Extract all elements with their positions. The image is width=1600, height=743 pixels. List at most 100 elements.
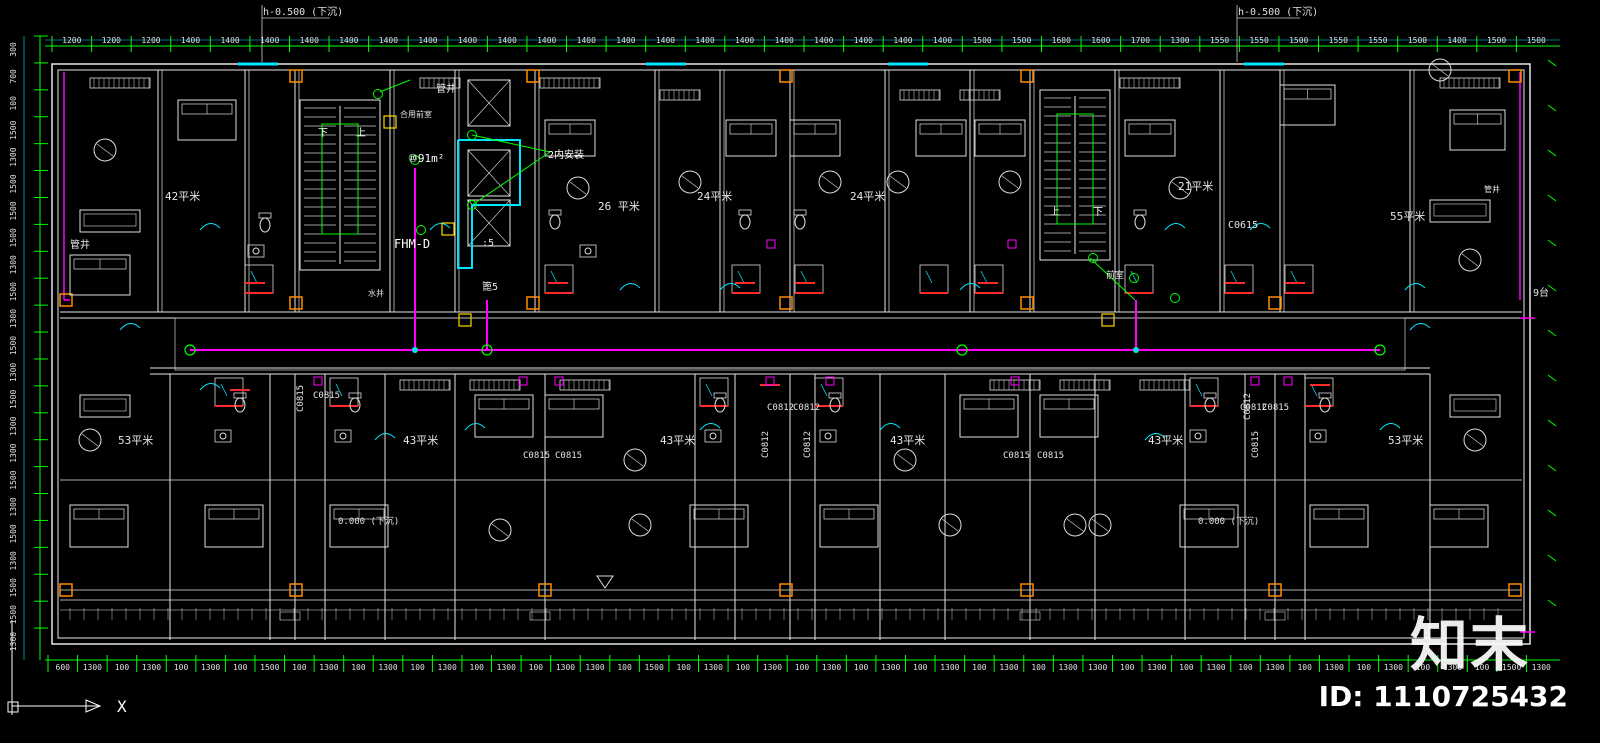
- round-table: [1063, 513, 1087, 537]
- dimension-text-left: 1500: [9, 201, 18, 220]
- dimension-text-left: 1500: [9, 470, 18, 489]
- elevation-text: 0.000 (下沉): [1198, 516, 1259, 527]
- round-table: [1168, 176, 1192, 200]
- wardrobe: [399, 379, 451, 391]
- dimension-tick-right: [1547, 329, 1557, 337]
- elevator-shaft: [467, 149, 511, 197]
- dimension-text-left: 1300: [9, 551, 18, 570]
- sofa-seat: [83, 398, 127, 412]
- sink-bowl: [339, 432, 347, 440]
- column: [289, 583, 303, 597]
- door-swing: [737, 270, 745, 284]
- wardrobe: [1139, 379, 1191, 391]
- round-table: [628, 513, 652, 537]
- round-table: [1088, 513, 1112, 537]
- stair-direction-label: 上: [356, 127, 366, 139]
- leader-line: [379, 79, 411, 93]
- sofa: [79, 394, 131, 418]
- dimension-text-bottom: 1300: [201, 663, 220, 672]
- pipe-node: [412, 347, 418, 353]
- sink: [214, 429, 232, 443]
- bed: [69, 254, 131, 296]
- round-table: [1463, 428, 1487, 452]
- axis-origin: [7, 701, 19, 713]
- sink-bowl: [584, 247, 592, 255]
- elevator-shaft: [467, 199, 511, 247]
- door-swing: [429, 223, 451, 231]
- dimension-text-top: 1200: [62, 36, 81, 45]
- dimension-tick-right: [1547, 554, 1557, 562]
- sink: [819, 429, 837, 443]
- dimension-text-bottom: 1300: [1058, 663, 1077, 672]
- round-table: [93, 138, 117, 162]
- annotation-label: 篦5: [482, 280, 498, 293]
- fixture-marker: [766, 239, 776, 249]
- table-hatch: [569, 181, 587, 195]
- sofa-seat: [1453, 398, 1497, 412]
- dimension-text-left: 1300: [9, 309, 18, 328]
- column: [1508, 583, 1522, 597]
- wardrobe: [989, 379, 1041, 391]
- toilet-tank: [713, 392, 727, 399]
- toilet: [259, 217, 271, 233]
- watermark-logo: 知末: [1409, 611, 1530, 679]
- door-swing: [1290, 270, 1298, 284]
- dimension-text-bottom: 1300: [142, 663, 161, 672]
- door-swing: [464, 423, 486, 431]
- dimension-text-top: 1400: [260, 36, 279, 45]
- shower: [544, 264, 574, 294]
- door-swing: [335, 383, 343, 397]
- sink: [1189, 429, 1207, 443]
- door-swing: [199, 223, 221, 231]
- dimension-text-top: 1700: [1131, 36, 1150, 45]
- dimension-text-bottom: 1300: [704, 663, 723, 672]
- round-table: [488, 518, 512, 542]
- dimension-tick-right: [1547, 104, 1557, 112]
- dimension-text-bottom: 100: [115, 663, 130, 672]
- dimension-tick-right: [1547, 284, 1557, 292]
- dimension-text-top: 1300: [1170, 36, 1189, 45]
- stair-handrail: [1056, 113, 1094, 225]
- sink-bowl: [252, 247, 260, 255]
- dimension-text-bottom: 100: [174, 663, 189, 672]
- sink: [1309, 429, 1327, 443]
- valve-symbol: [416, 225, 426, 235]
- sprinkler-head: [1374, 344, 1386, 356]
- dimension-text-bottom: 100: [529, 663, 544, 672]
- dimension-tick-right: [1547, 239, 1557, 247]
- dimension-text-left: 300: [9, 42, 18, 57]
- ac-unit: [529, 611, 551, 621]
- round-table: [78, 428, 102, 452]
- room-area-label: 21平米: [1178, 180, 1213, 193]
- shower: [1284, 264, 1314, 294]
- shower: [731, 264, 761, 294]
- door-swing: [220, 383, 228, 397]
- shower: [1224, 264, 1254, 294]
- bed: [959, 394, 1019, 438]
- round-table: [893, 448, 917, 472]
- dimension-text-left: 1500: [9, 578, 18, 597]
- ac-unit: [1264, 611, 1286, 621]
- dimension-text-bottom: 100: [1120, 663, 1135, 672]
- dimension-text-bottom: 100: [736, 663, 751, 672]
- fixture-marker: [1250, 376, 1260, 386]
- room-area-label: 43平米: [1148, 434, 1183, 447]
- column: [59, 583, 73, 597]
- annotation-label: 管井: [70, 238, 90, 251]
- stair-direction-label: 上: [1050, 206, 1060, 218]
- annotation-label: C0812: [767, 403, 794, 413]
- door-swing: [699, 423, 721, 431]
- door-swing: [1249, 223, 1271, 231]
- dimension-text-top: 1200: [102, 36, 121, 45]
- bed: [474, 394, 534, 438]
- dimension-text-bottom: 100: [1238, 663, 1253, 672]
- dimension-text-top: 1400: [498, 36, 517, 45]
- annotation-label: C0615: [1228, 220, 1258, 231]
- dimension-text-bottom: 100: [1357, 663, 1372, 672]
- room-area-label: 26 平米: [598, 200, 640, 213]
- dimension-text-bottom: 1300: [763, 663, 782, 672]
- sink-bowl: [1194, 432, 1202, 440]
- table-hatch: [896, 453, 914, 467]
- door-swing: [705, 383, 713, 397]
